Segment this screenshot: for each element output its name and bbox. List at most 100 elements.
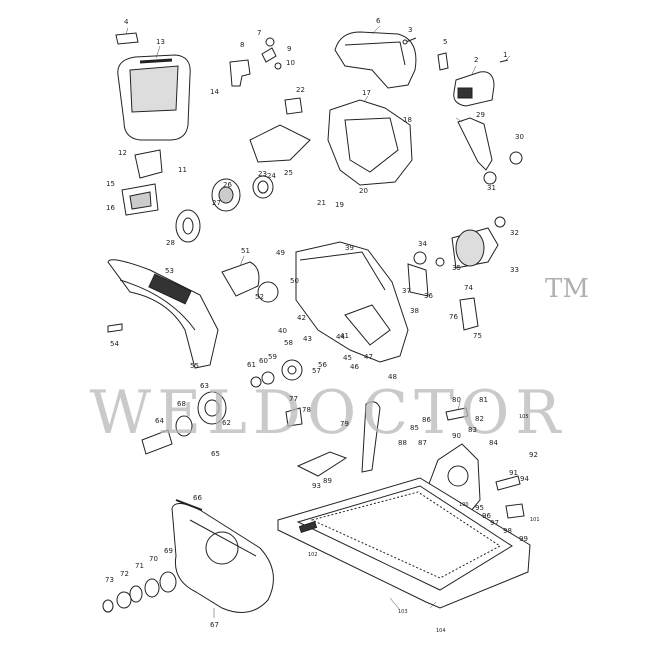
callout-102: 102 bbox=[308, 552, 318, 558]
part-26-stator bbox=[211, 178, 241, 212]
part-30-clip bbox=[509, 151, 523, 165]
part-22-controller bbox=[249, 97, 311, 163]
callout-48: 48 bbox=[388, 373, 397, 381]
callout-91: 91 bbox=[509, 469, 518, 477]
part-37-ring bbox=[407, 263, 429, 297]
part-39-gear-housing bbox=[295, 241, 409, 363]
callout-26: 26 bbox=[223, 181, 232, 189]
callout-103: 103 bbox=[398, 609, 408, 615]
callout-47: 47 bbox=[364, 353, 373, 361]
callout-44: 44 bbox=[336, 333, 345, 341]
callout-17: 17 bbox=[362, 89, 371, 97]
callout-85: 85 bbox=[410, 424, 419, 432]
callout-63: 63 bbox=[200, 382, 209, 390]
callout-87: 87 bbox=[418, 439, 427, 447]
callout-12: 12 bbox=[118, 149, 127, 157]
part-73-bolt bbox=[102, 599, 114, 613]
callout-55: 55 bbox=[190, 362, 199, 370]
part-61-washer bbox=[250, 376, 262, 388]
callout-8: 8 bbox=[240, 41, 245, 49]
part-67-safety-guard bbox=[171, 503, 274, 613]
callout-69: 69 bbox=[164, 547, 173, 555]
callout-41: 41 bbox=[340, 332, 349, 340]
callout-88: 88 bbox=[398, 439, 407, 447]
part-58-gear bbox=[281, 359, 303, 381]
callout-104: 104 bbox=[436, 628, 446, 634]
part-51-dust-nozzle bbox=[221, 261, 260, 297]
part-8-switch bbox=[229, 59, 251, 87]
part-4-label-plate bbox=[115, 32, 139, 45]
part-74-lever bbox=[459, 297, 479, 331]
callout-70: 70 bbox=[149, 555, 158, 563]
callout-101: 101 bbox=[530, 517, 540, 523]
part-53-blade-guard bbox=[107, 259, 219, 369]
callout-93: 93 bbox=[312, 482, 321, 490]
callout-89: 89 bbox=[323, 477, 332, 485]
callout-86: 86 bbox=[422, 416, 431, 424]
callout-35: 35 bbox=[452, 264, 461, 272]
part-70-washer bbox=[144, 578, 160, 598]
callout-73: 73 bbox=[105, 576, 114, 584]
part-3-screw bbox=[402, 37, 417, 45]
callout-62: 62 bbox=[222, 419, 231, 427]
callout-66: 66 bbox=[193, 494, 202, 502]
part-77-knob bbox=[285, 407, 303, 427]
callout-4: 4 bbox=[124, 18, 129, 26]
callout-9: 9 bbox=[287, 45, 292, 53]
callout-78: 78 bbox=[302, 406, 311, 414]
callout-34: 34 bbox=[418, 240, 427, 248]
callout-53: 53 bbox=[165, 267, 174, 275]
callout-60: 60 bbox=[259, 357, 268, 365]
part-94-bolt bbox=[495, 475, 521, 491]
part-31-washer bbox=[483, 171, 497, 185]
callout-42: 42 bbox=[297, 314, 306, 322]
callout-99: 99 bbox=[519, 535, 528, 543]
callout-96: 96 bbox=[482, 512, 491, 520]
callout-83: 83 bbox=[468, 426, 477, 434]
callout-75: 75 bbox=[473, 332, 482, 340]
callout-80: 80 bbox=[452, 396, 461, 404]
callout-49: 49 bbox=[276, 249, 285, 257]
part-69-ring bbox=[159, 571, 177, 593]
callout-13: 13 bbox=[156, 38, 165, 46]
part-33-armature bbox=[451, 216, 506, 269]
callout-14: 14 bbox=[210, 88, 219, 96]
part-71-washer bbox=[129, 585, 143, 603]
watermark-text: WELDOCTOR bbox=[89, 378, 567, 448]
callout-51: 51 bbox=[241, 247, 250, 255]
callout-40: 40 bbox=[278, 327, 287, 335]
part-29-lever bbox=[457, 117, 493, 171]
callout-11: 11 bbox=[178, 166, 187, 174]
callout-3: 3 bbox=[408, 26, 413, 34]
callout-105: 105 bbox=[519, 414, 529, 420]
part-35-gear bbox=[413, 251, 445, 267]
callout-7: 7 bbox=[257, 29, 262, 37]
callout-21: 21 bbox=[317, 199, 326, 207]
callout-57: 57 bbox=[312, 367, 321, 375]
callout-97: 97 bbox=[490, 519, 499, 527]
callout-46: 46 bbox=[350, 363, 359, 371]
callout-10: 10 bbox=[286, 59, 295, 67]
callout-15: 15 bbox=[106, 180, 115, 188]
callout-84: 84 bbox=[489, 439, 498, 447]
callout-30: 30 bbox=[515, 133, 524, 141]
callout-67: 67 bbox=[210, 621, 219, 629]
callout-29: 29 bbox=[476, 111, 485, 119]
callout-45: 45 bbox=[343, 354, 352, 362]
callout-32: 32 bbox=[510, 229, 519, 237]
part-1-screw bbox=[499, 59, 509, 63]
callout-56: 56 bbox=[318, 361, 327, 369]
part-68-oring bbox=[175, 415, 193, 437]
callout-61: 61 bbox=[247, 361, 256, 369]
callout-27: 27 bbox=[212, 199, 221, 207]
callout-100: 100 bbox=[459, 502, 469, 508]
callout-39: 39 bbox=[345, 244, 354, 252]
callout-72: 72 bbox=[120, 570, 129, 578]
part-54-pin bbox=[107, 323, 123, 333]
callout-82: 82 bbox=[475, 415, 484, 423]
callout-59: 59 bbox=[268, 353, 277, 361]
part-5-clip bbox=[437, 52, 449, 71]
callout-31: 31 bbox=[487, 184, 496, 192]
callout-43: 43 bbox=[303, 335, 312, 343]
callout-81: 81 bbox=[479, 396, 488, 404]
